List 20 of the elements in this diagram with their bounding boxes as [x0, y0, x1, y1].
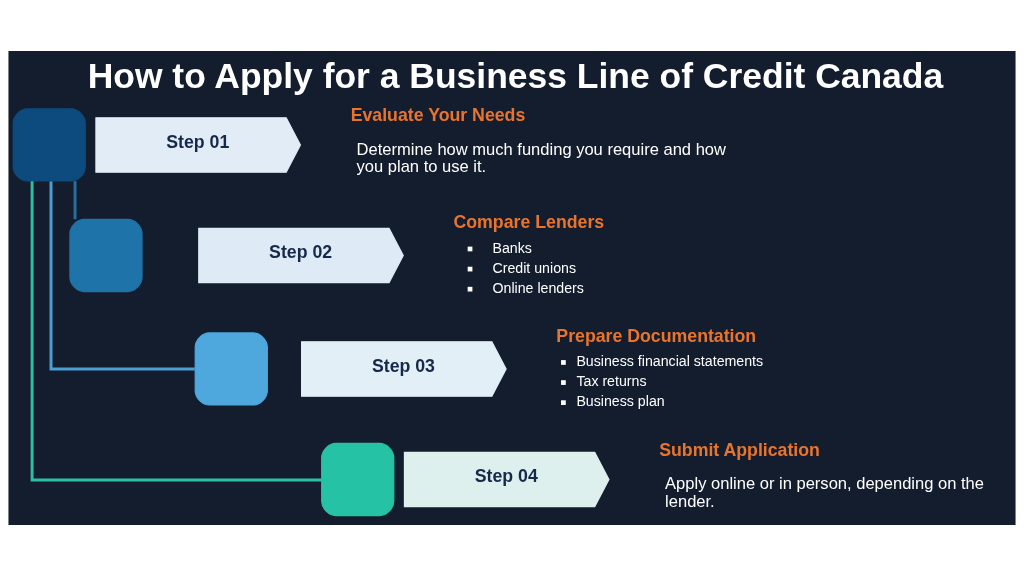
- node-label: Credit unions: [492, 259, 577, 276]
- node-label: Apply online or in person, depending on the lender.: [665, 474, 984, 511]
- node-box: [194, 332, 268, 406]
- node-label: Submit Application: [659, 439, 820, 460]
- node-label: Banks: [492, 239, 532, 256]
- node-box: [321, 442, 395, 517]
- node-label: Online lenders: [492, 279, 584, 296]
- node-label: Compare Lenders: [453, 212, 605, 233]
- node-label: Determine how much funding you require and how you plan to use it.: [356, 139, 726, 177]
- node-box: [69, 218, 143, 293]
- node-box: [12, 108, 86, 182]
- node-label: Tax returns: [576, 373, 647, 390]
- node-label: Business financial statements: [576, 353, 764, 370]
- node-label: Business plan: [576, 393, 665, 410]
- node-label: Prepare Documentation: [556, 325, 757, 346]
- diagram-title: How to Apply for a Business Line of Credit Canada: [87, 55, 944, 96]
- connector: [30, 181, 322, 482]
- connector: [73, 181, 77, 220]
- node-label: Evaluate Your Needs: [350, 105, 526, 126]
- connector: [49, 181, 195, 371]
